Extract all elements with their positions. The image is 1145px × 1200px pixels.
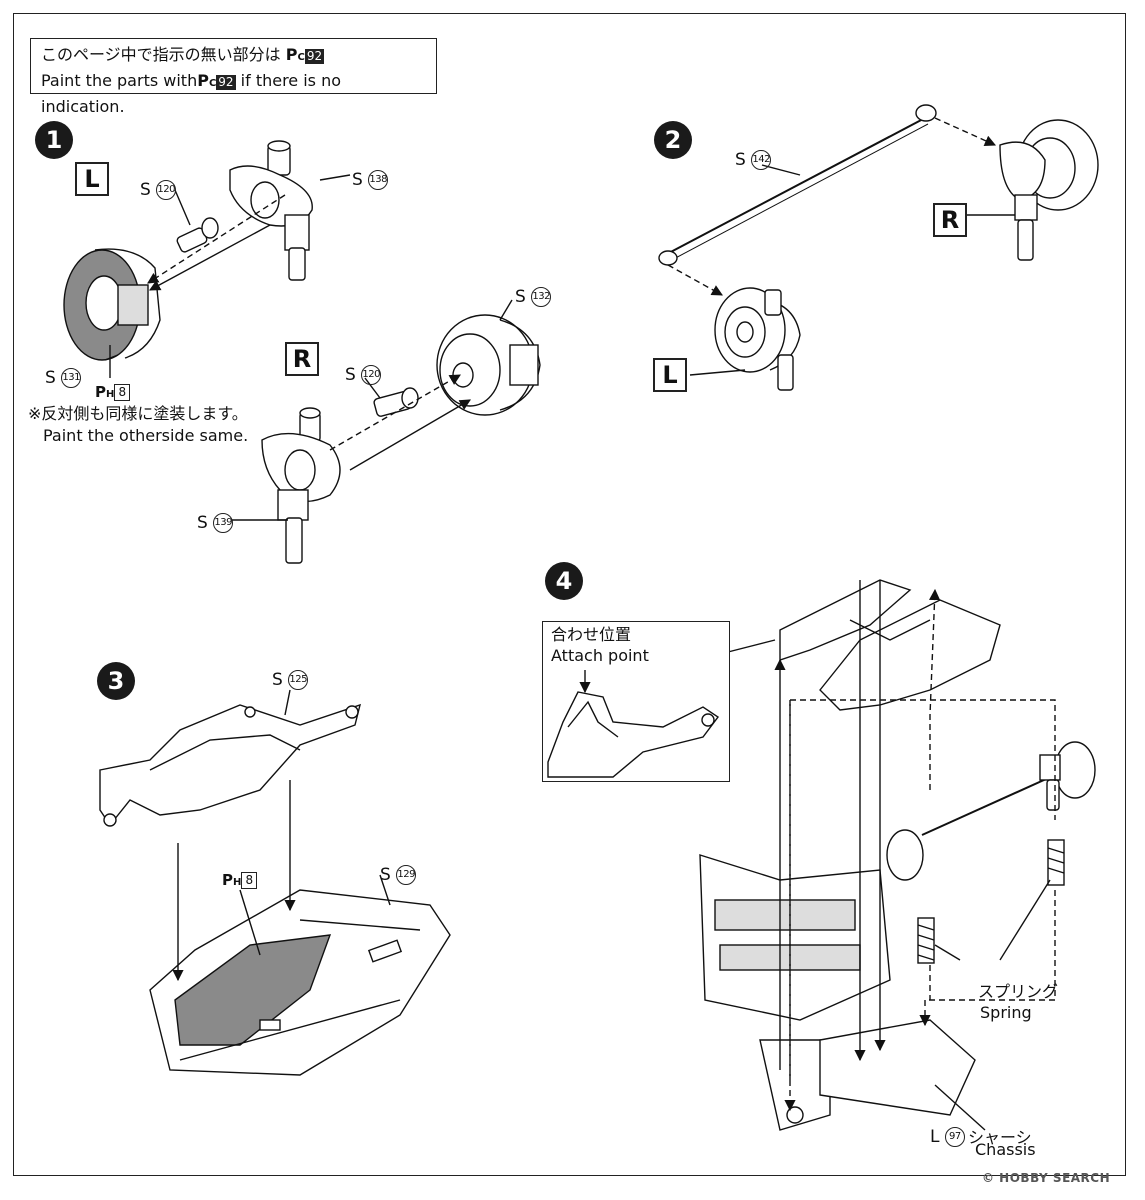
assembled-arm-floor <box>779 579 1001 711</box>
attach-point-inset: 合わせ位置 Attach point <box>542 621 730 782</box>
brake-disc-s131-left <box>63 248 161 361</box>
hobby-search-watermark: © HOBBY SEARCH <box>982 1171 1111 1185</box>
attach-label-jp: 合わせ位置 <box>551 625 632 644</box>
step-3-badge: 3 <box>97 662 135 700</box>
part-label-s125: S 125 <box>272 670 309 690</box>
side-right-marker-2: R <box>933 203 967 237</box>
paint-number: 92 <box>304 49 325 64</box>
otherside-note-jp: ※反対側も同様に塗装します。 <box>28 404 248 423</box>
part-label-s139: S 139 <box>197 513 234 533</box>
page-frame <box>13 13 1126 1176</box>
rear-axle-assembly <box>886 741 1096 881</box>
chassis-l97 <box>699 854 976 1131</box>
part-label-s120-a: S 120 <box>140 180 177 200</box>
spring-label-jp: スプリング <box>978 982 1059 1001</box>
side-left-marker-1: L <box>75 162 109 196</box>
part-label-s138: S 138 <box>352 170 389 190</box>
attach-label-en: Attach point <box>551 646 649 665</box>
side-right-marker-1: R <box>285 342 319 376</box>
step-2-badge: 2 <box>654 121 692 159</box>
chassis-label-jp: シャーシ <box>968 1128 1032 1147</box>
step-1-badge: 1 <box>35 121 73 159</box>
tie-rod-s142 <box>658 104 937 266</box>
spring-right <box>1047 839 1065 886</box>
part-label-s129: S 129 <box>380 865 417 885</box>
attach-detail-drawing <box>547 670 720 778</box>
chassis-label-en: Chassis <box>975 1140 1036 1159</box>
knuckle-assembly-left <box>714 287 801 391</box>
floor-s129 <box>149 889 451 1076</box>
part-label-s132: S 132 <box>515 287 552 307</box>
otherside-note-en: Paint the otherside same. <box>43 426 249 445</box>
knuckle-s138 <box>229 140 313 281</box>
part-label-s120-b: S 120 <box>345 365 382 385</box>
spring-left <box>917 917 935 964</box>
knuckle-s139 <box>261 407 341 564</box>
paint-code: PC <box>285 45 305 64</box>
step-4-badge: 4 <box>545 562 583 600</box>
pin-s120-right <box>373 387 419 417</box>
side-left-marker-2: L <box>653 358 687 392</box>
spring-label-en: Spring <box>980 1003 1032 1022</box>
pin-s120-left <box>176 217 219 253</box>
brake-disc-s132-right <box>436 314 541 416</box>
knuckle-assembly-right <box>999 119 1099 261</box>
part-label-s142: S 142 <box>735 150 772 170</box>
part-label-s131: S 131 <box>45 368 82 388</box>
suspension-arm-s125 <box>99 703 361 827</box>
part-label-l97: L 97 <box>930 1127 965 1147</box>
